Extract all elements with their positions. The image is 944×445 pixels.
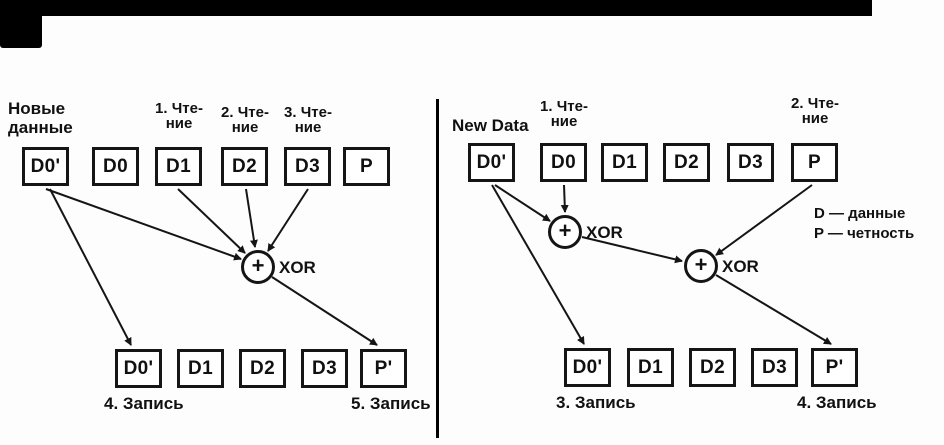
right-top-block-p: P bbox=[791, 143, 838, 182]
right-xor-label-1: XOR bbox=[586, 223, 623, 242]
left-read-label-1: 1. Чте- ние bbox=[155, 100, 203, 132]
left-top-block-p: P bbox=[343, 147, 390, 186]
right-top-block-d2: D2 bbox=[663, 143, 710, 182]
right-bottom-block-d2: D2 bbox=[689, 348, 736, 387]
left-xor-label: XOR bbox=[279, 258, 316, 277]
left-write-label-2: 5. Запись bbox=[351, 394, 431, 413]
right-top-block-d1: D1 bbox=[601, 143, 648, 182]
arrow-left-d0new-to-xor bbox=[45, 188, 242, 261]
right-top-block-d0-new: D0' bbox=[468, 143, 515, 182]
left-top-block-d2: D2 bbox=[221, 147, 268, 186]
right-xor-node-1: + bbox=[548, 215, 582, 249]
arrow-right-d0new-to-write bbox=[491, 184, 585, 345]
left-bottom-block-d2: D2 bbox=[239, 349, 286, 388]
arrow-left-d1-to-xor bbox=[177, 188, 246, 254]
left-bottom-block-d1: D1 bbox=[177, 349, 224, 388]
arrow-right-d0new-to-xor1 bbox=[494, 184, 551, 222]
left-new-data-label: Новые данные bbox=[8, 99, 73, 137]
panel-divider bbox=[436, 99, 439, 438]
right-bottom-block-d0-new: D0' bbox=[564, 348, 611, 387]
arrow-right-d0-to-xor1 bbox=[560, 184, 569, 213]
left-top-block-d0: D0 bbox=[92, 147, 139, 186]
left-bottom-block-d0-new: D0' bbox=[115, 349, 162, 388]
arrow-right-xor2-to-pnew bbox=[715, 274, 832, 345]
scan-artifact-bottom-bar bbox=[0, 0, 872, 16]
right-top-block-d3: D3 bbox=[727, 143, 774, 182]
arrow-left-d0new-to-write bbox=[49, 188, 132, 346]
right-bottom-block-d1: D1 bbox=[627, 348, 674, 387]
left-read-label-2: 2. Чте- ние bbox=[221, 104, 269, 136]
arrow-left-xor-to-pnew bbox=[271, 276, 378, 346]
arrow-right-p-to-xor2 bbox=[715, 184, 813, 256]
right-write-label-2: 4. Запись bbox=[797, 393, 877, 412]
right-read-label-2: 2. Чте- ние bbox=[791, 95, 839, 127]
left-bottom-block-p-new: P' bbox=[360, 349, 407, 388]
right-top-block-d0: D0 bbox=[540, 143, 587, 182]
left-bottom-block-d3: D3 bbox=[301, 349, 348, 388]
right-bottom-block-p-new: P' bbox=[811, 348, 858, 387]
left-write-label-1: 4. Запись bbox=[104, 394, 184, 413]
left-top-block-d3: D3 bbox=[284, 147, 331, 186]
right-bottom-block-d3: D3 bbox=[751, 348, 798, 387]
arrow-left-d2-to-xor bbox=[245, 188, 258, 248]
left-read-label-3: 3. Чте- ние bbox=[284, 104, 332, 136]
right-read-label-1: 1. Чте- ние bbox=[540, 98, 588, 130]
legend: D — данные P — четность bbox=[814, 205, 915, 242]
left-xor-node: + bbox=[241, 250, 275, 284]
right-xor-label-2: XOR bbox=[722, 257, 759, 276]
left-top-block-d1: D1 bbox=[155, 147, 202, 186]
right-write-label-1: 3. Запись bbox=[556, 393, 636, 412]
arrow-left-d3-to-xor bbox=[267, 188, 309, 252]
left-top-block-d0-new: D0' bbox=[22, 147, 69, 186]
right-xor-node-2: + bbox=[684, 249, 718, 283]
right-new-data-label: New Data bbox=[452, 116, 529, 135]
